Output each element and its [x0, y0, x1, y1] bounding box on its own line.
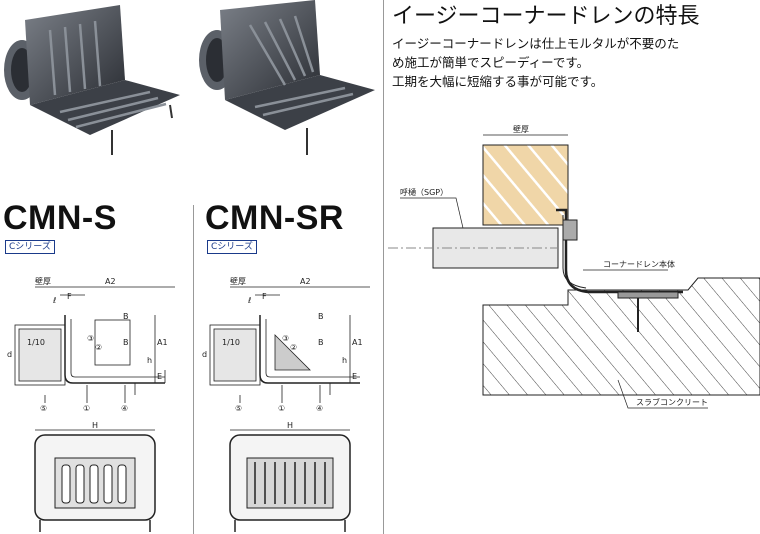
feature-title: イージーコーナードレンの特長 [392, 4, 700, 29]
install-wall-label: 壁厚 [513, 124, 529, 134]
sr-dim-b-label-side: B [318, 338, 324, 347]
install-pipe-label: 呼樋（SGP） [400, 187, 448, 197]
dim-h-label: h [147, 356, 152, 365]
dim-b-label-top: B [123, 312, 129, 321]
dim-e-label: E [157, 372, 162, 381]
cmn-sr-series-badge: Cシリーズ [207, 240, 257, 254]
dim-b-label-side: B [123, 338, 129, 347]
part-1-label: ① [83, 404, 90, 413]
cmn-s-dimension-drawing: 壁厚 ℓ F A2 B A1 B h E d 1/10 ③ ② ⑤ ① ④ [7, 276, 175, 413]
cmn-s-product-photo [4, 5, 180, 155]
dim-d-label: d [7, 350, 12, 359]
cmn-sr-dimension-drawing: 壁厚 ℓ F A2 B A1 B h E d 1/10 ③ ② ⑤ ① ④ [202, 276, 370, 413]
sr-part-3-label: ③ [282, 334, 289, 343]
dim-slope-label: 1/10 [27, 338, 45, 347]
dim-wall-label: 壁厚 [35, 276, 51, 286]
cmn-s-front-view: H [34, 421, 156, 532]
dim-h-width-label: H [92, 421, 98, 430]
part-5-label: ⑤ [40, 404, 47, 413]
sr-dim-l-label: ℓ [247, 296, 251, 305]
sr-part-2-label: ② [290, 343, 297, 352]
sr-part-4-label: ④ [316, 404, 323, 413]
install-body-label: コーナードレン本体 [603, 259, 675, 269]
feature-line-2: め施工が簡単でスピーディーです。 [392, 55, 590, 70]
feature-line-1: イージーコーナードレンは仕上モルタルが不要のた [392, 36, 680, 51]
sr-dim-slope-label: 1/10 [222, 338, 240, 347]
sr-dim-e-label: E [352, 372, 357, 381]
dim-a2-label: A2 [105, 277, 116, 286]
sr-dim-d-label: d [202, 350, 207, 359]
part-3-label: ③ [87, 334, 94, 343]
sr-part-1-label: ① [278, 404, 285, 413]
sr-dim-wall-label: 壁厚 [230, 276, 246, 286]
column-divider-left [193, 205, 194, 534]
cmn-s-title: CMN-S [3, 199, 117, 237]
installation-section-drawing: 壁厚 呼樋（SGP） コーナードレン本体 スラブコンクリート [388, 124, 760, 409]
sr-dim-h-label: h [342, 356, 347, 365]
cmn-s-series-badge: Cシリーズ [5, 240, 55, 254]
dim-l-label: ℓ [52, 296, 56, 305]
cmn-sr-product-photo [199, 0, 375, 155]
sr-dim-h-width-label: H [287, 421, 293, 430]
sr-part-5-label: ⑤ [235, 404, 242, 413]
column-divider-right [383, 0, 384, 534]
dim-a1-label: A1 [157, 338, 168, 347]
install-slab-label: スラブコンクリート [636, 397, 708, 407]
sr-dim-f-label: F [262, 292, 267, 301]
feature-line-3: 工期を大幅に短縮する事が可能です。 [392, 74, 604, 89]
sr-dim-b-label-top: B [318, 312, 324, 321]
part-2-label: ② [95, 343, 102, 352]
sr-dim-a1-label: A1 [352, 338, 363, 347]
dim-f-label: F [67, 292, 72, 301]
cmn-sr-title: CMN-SR [205, 199, 344, 237]
feature-description: イージーコーナードレンは仕上モルタルが不要のた め施工が簡単でスピーディーです。… [392, 34, 760, 91]
cmn-sr-front-view: H [229, 421, 351, 532]
sr-dim-a2-label: A2 [300, 277, 311, 286]
part-4-label: ④ [121, 404, 128, 413]
